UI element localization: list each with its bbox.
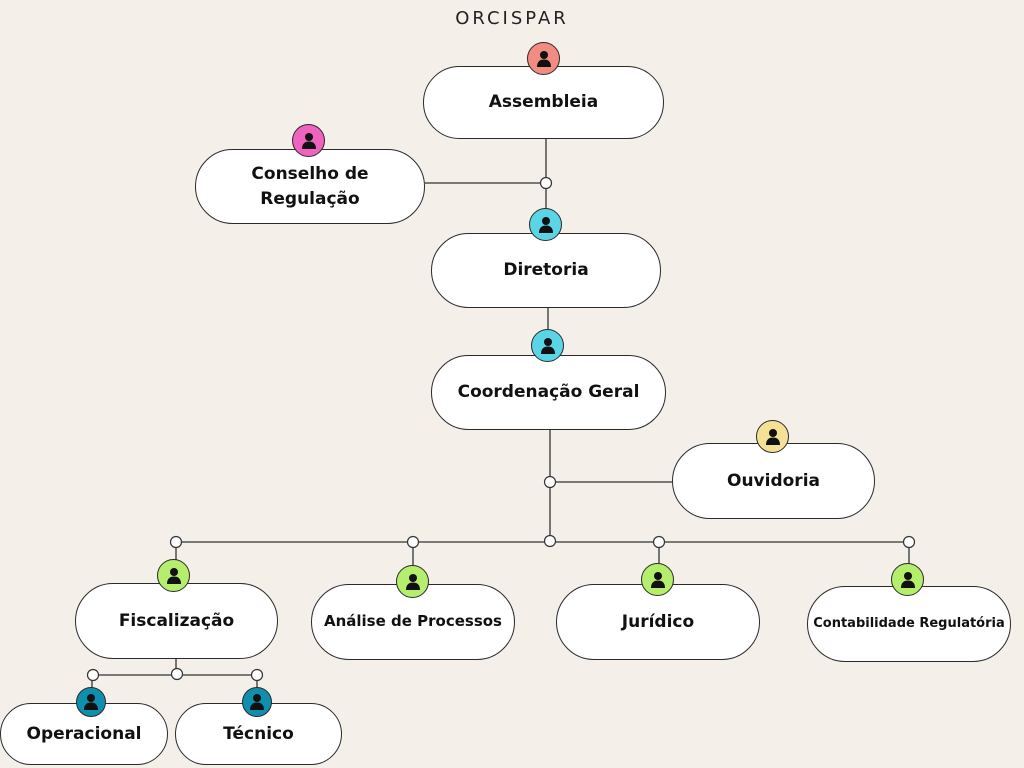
person-icon: [756, 420, 789, 453]
node-diretoria[interactable]: Diretoria: [431, 233, 661, 308]
person-icon: [891, 563, 924, 596]
connector-node: [86, 668, 100, 682]
node-conselho-de-regulacao[interactable]: Conselho de Regulação: [195, 149, 425, 224]
node-label: Contabilidade Regulatória: [813, 615, 1005, 631]
connector-node: [652, 535, 666, 549]
person-icon: [292, 124, 325, 157]
node-ouvidoria[interactable]: Ouvidoria: [672, 443, 875, 519]
person-icon: [527, 42, 560, 75]
node-assembleia[interactable]: Assembleia: [423, 66, 664, 139]
node-label: Ouvidoria: [727, 470, 820, 491]
node-label: Jurídico: [621, 611, 695, 632]
node-contabilidade-regulatoria[interactable]: Contabilidade Regulatória: [807, 586, 1011, 662]
connector-node: [250, 668, 264, 682]
connector-node: [543, 475, 557, 489]
connector-node: [902, 535, 916, 549]
person-icon: [396, 565, 429, 598]
connector-node: [539, 176, 553, 190]
node-label-line1: Conselho de: [251, 163, 369, 184]
node-label: Coordenação Geral: [457, 382, 640, 403]
node-label: Diretoria: [503, 260, 589, 281]
person-icon: [242, 687, 272, 717]
node-fiscalizacao[interactable]: Fiscalização: [75, 583, 278, 659]
connector-node: [170, 667, 184, 681]
node-analise-de-processos[interactable]: Análise de Processos: [311, 584, 515, 660]
node-coordenacao-geral[interactable]: Coordenação Geral: [431, 355, 666, 430]
node-juridico[interactable]: Jurídico: [556, 584, 760, 660]
person-icon: [641, 563, 674, 596]
connector-node: [543, 534, 557, 548]
node-label: Análise de Processos: [323, 612, 502, 631]
node-label: Assembleia: [488, 92, 599, 113]
person-icon: [529, 208, 562, 241]
node-label: Técnico: [223, 723, 294, 744]
chart-title: ORCISPAR: [455, 8, 569, 29]
person-icon: [157, 559, 190, 592]
node-label: Fiscalização: [118, 610, 235, 631]
connector-node: [169, 535, 183, 549]
node-label: Operacional: [26, 723, 142, 744]
node-label-line2: Regulação: [260, 188, 360, 209]
person-icon: [76, 687, 106, 717]
connector-node: [406, 535, 420, 549]
person-icon: [531, 329, 564, 362]
